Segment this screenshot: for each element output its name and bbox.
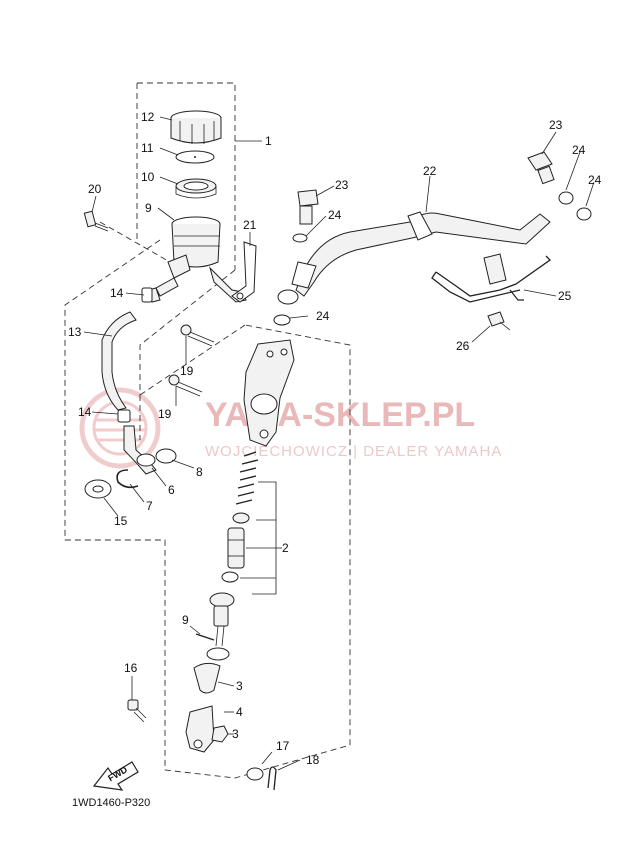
callout-23-right: 23 bbox=[549, 118, 563, 132]
callout-9: 9 bbox=[145, 201, 152, 215]
copper-washer-24-b bbox=[273, 314, 291, 326]
callout-14-bottom: 14 bbox=[78, 405, 92, 419]
union-bolt-23-right bbox=[527, 151, 555, 185]
callout-7: 8 bbox=[196, 465, 203, 479]
reservoir-bracket-21 bbox=[231, 241, 257, 303]
callout-24-left-bottom: 24 bbox=[316, 309, 330, 323]
hose-clip-14-bottom bbox=[117, 409, 131, 423]
callout-15: 15 bbox=[114, 514, 128, 528]
piston-seal bbox=[221, 571, 239, 583]
washer-15 bbox=[84, 479, 112, 499]
callout-3-top: 3 bbox=[236, 679, 243, 693]
callout-23-left: 23 bbox=[335, 178, 349, 192]
callout-24-left-top: 24 bbox=[328, 208, 342, 222]
callout-10: 10 bbox=[141, 170, 155, 184]
callout-13: 13 bbox=[68, 325, 82, 339]
callout-21: 21 bbox=[243, 218, 257, 232]
callout-11: 11 bbox=[141, 141, 154, 155]
bolt-19-bottom bbox=[168, 374, 203, 397]
callout-18: 18 bbox=[306, 753, 320, 767]
callout-16: 16 bbox=[124, 661, 138, 675]
push-rod-assembly bbox=[206, 592, 235, 661]
return-spring bbox=[235, 451, 259, 505]
fwd-arrow-icon: FWD bbox=[92, 761, 139, 791]
assembly-boundaries bbox=[64, 82, 351, 779]
bolt-16 bbox=[127, 699, 147, 723]
callout-8: 9 bbox=[182, 613, 189, 627]
washer-17 bbox=[246, 767, 264, 781]
bolt-26 bbox=[487, 311, 511, 331]
callout-14-top: 14 bbox=[110, 286, 124, 300]
callout-labels: 12 11 10 9 1 21 20 14 13 14 19 19 8 6 7 … bbox=[68, 110, 602, 767]
dust-boot bbox=[193, 662, 221, 694]
callout-19-bottom: 19 bbox=[158, 407, 172, 421]
o-ring-7 bbox=[155, 448, 177, 464]
hose-joint-5 bbox=[123, 425, 157, 475]
cotter-pin-8 bbox=[195, 633, 215, 641]
leader-lines bbox=[83, 116, 595, 771]
callout-25: 25 bbox=[558, 289, 572, 303]
callout-4: 4 bbox=[236, 705, 243, 719]
pin-18 bbox=[267, 766, 277, 791]
clevis-4 bbox=[185, 705, 215, 753]
piston bbox=[227, 527, 245, 569]
bolt-20 bbox=[83, 210, 109, 232]
circlip-6 bbox=[116, 469, 139, 489]
bolt-19-top bbox=[180, 324, 215, 347]
callout-2: 2 bbox=[282, 541, 289, 555]
callout-19-top: 19 bbox=[180, 364, 194, 378]
callout-5: 6 bbox=[168, 483, 175, 497]
piston-cup bbox=[232, 512, 250, 524]
reservoir-body bbox=[155, 216, 247, 303]
brake-hose-22 bbox=[277, 211, 551, 305]
hose-guide-25 bbox=[431, 253, 552, 303]
callout-3-bottom: 3 bbox=[232, 727, 239, 741]
diaphragm bbox=[175, 178, 217, 199]
callout-20: 20 bbox=[88, 182, 102, 196]
copper-washer-24-c bbox=[558, 191, 574, 205]
callout-6: 7 bbox=[146, 499, 153, 513]
callout-24-right-a: 24 bbox=[572, 143, 586, 157]
callout-12: 12 bbox=[141, 110, 155, 124]
callout-1: 1 bbox=[265, 134, 272, 148]
callout-26: 26 bbox=[456, 339, 470, 353]
watermark-dealer: WOJCIECHOWICZ | DEALER YAMAHA bbox=[205, 443, 502, 460]
callout-17: 17 bbox=[276, 739, 290, 753]
callout-24-right-b: 24 bbox=[588, 173, 602, 187]
union-bolt-23-left bbox=[297, 189, 319, 225]
copper-washer-24-d bbox=[576, 207, 592, 221]
nut-3 bbox=[211, 725, 229, 743]
callout-22: 22 bbox=[423, 164, 437, 178]
copper-washer-24-a bbox=[292, 233, 308, 243]
reservoir-cap bbox=[170, 110, 222, 144]
diagram-code: 1WD1460-P320 bbox=[72, 797, 150, 809]
diaphragm-plate bbox=[175, 150, 215, 164]
master-cylinder-body bbox=[243, 339, 295, 447]
